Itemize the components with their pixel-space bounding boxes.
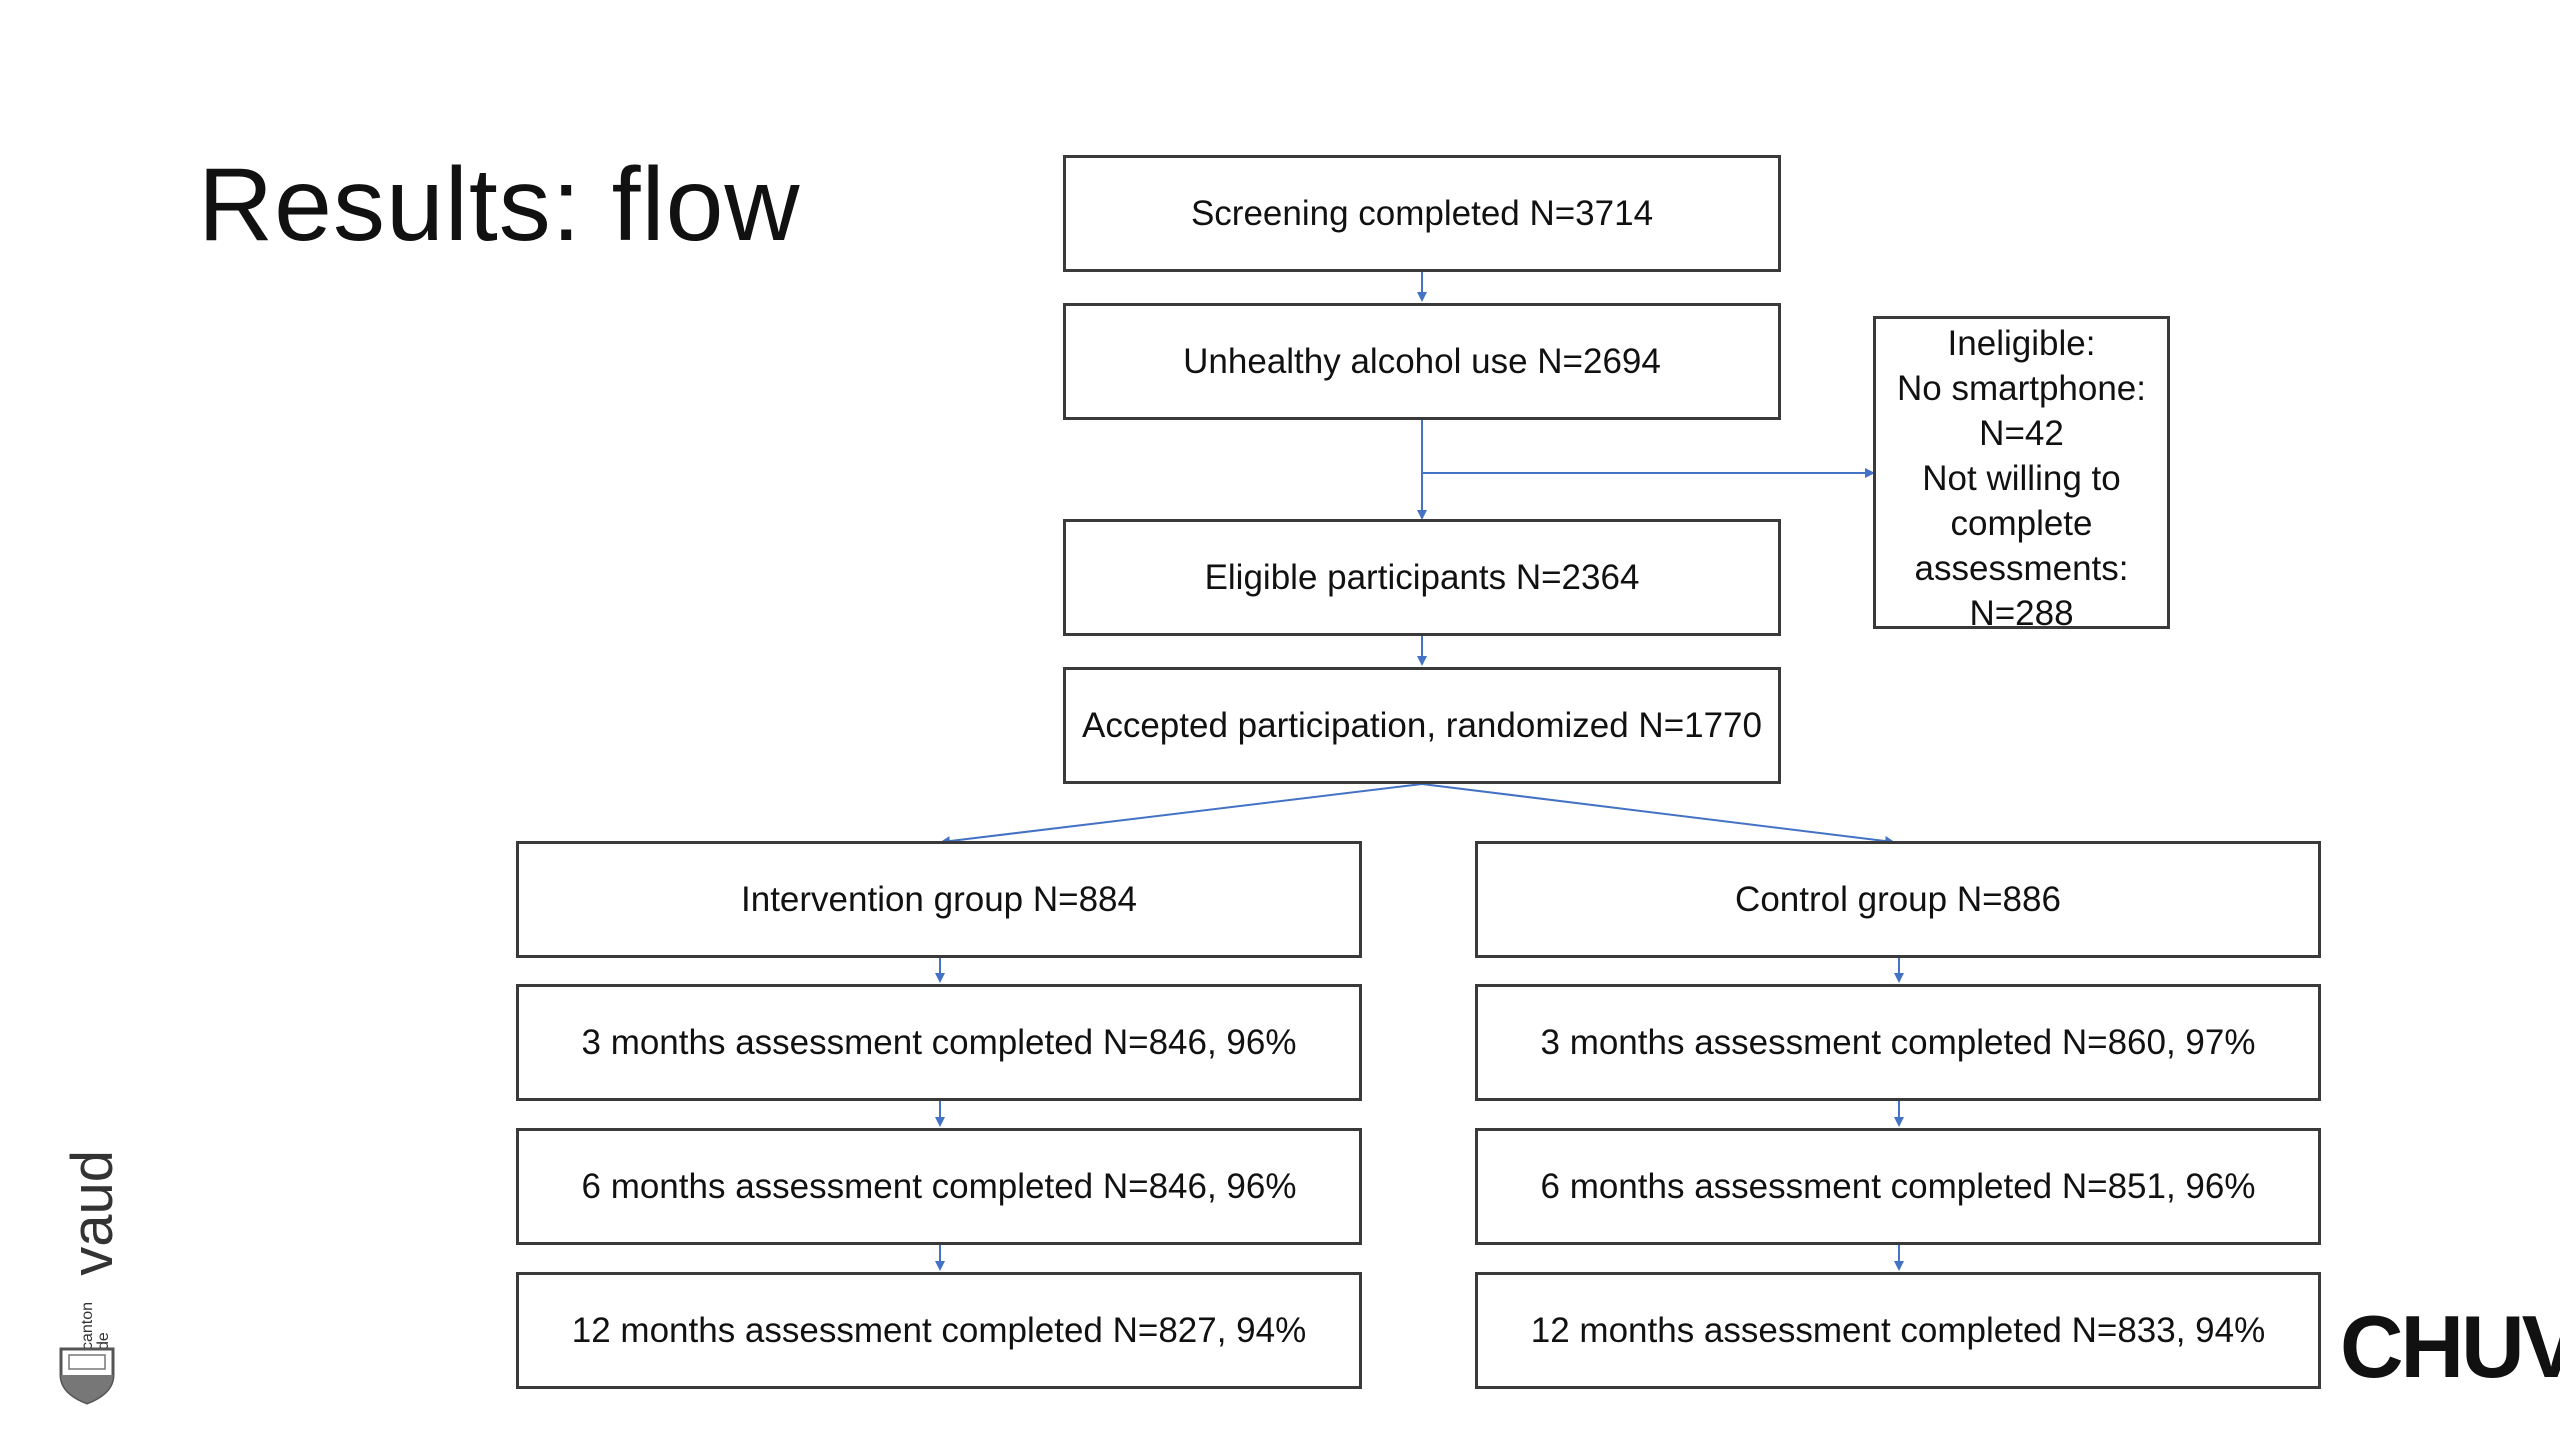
page-title: Results: flow bbox=[198, 147, 801, 263]
vaud-logo-text: vaud bbox=[60, 1150, 125, 1276]
box-intervention-group: Intervention group N=884 bbox=[516, 841, 1362, 958]
box-ctl-12-months: 12 months assessment completed N=833, 94… bbox=[1475, 1272, 2321, 1389]
ineligible-line: Not willing to bbox=[1922, 459, 2121, 498]
ineligible-line: Ineligible: bbox=[1947, 324, 2096, 363]
box-int-12-months: 12 months assessment completed N=827, 94… bbox=[516, 1272, 1362, 1389]
chuv-logo: CHUV bbox=[2340, 1297, 2560, 1396]
ineligible-line: N=42 bbox=[1979, 414, 2064, 453]
ineligible-line: assessments: bbox=[1914, 549, 2129, 588]
box-int-3-months: 3 months assessment completed N=846, 96% bbox=[516, 984, 1362, 1101]
box-eligible-participants: Eligible participants N=2364 bbox=[1063, 519, 1781, 636]
box-accepted-randomized: Accepted participation, randomized N=177… bbox=[1063, 667, 1781, 784]
box-unhealthy-alcohol-use: Unhealthy alcohol use N=2694 bbox=[1063, 303, 1781, 420]
vaud-logo-small-text: canton de bbox=[79, 1301, 112, 1350]
box-ctl-3-months: 3 months assessment completed N=860, 97% bbox=[1475, 984, 2321, 1101]
vaud-shield-icon bbox=[59, 1347, 115, 1405]
ineligible-line: N=288 bbox=[1969, 594, 2074, 633]
box-control-group: Control group N=886 bbox=[1475, 841, 2321, 958]
box-screening: Screening completed N=3714 bbox=[1063, 155, 1781, 272]
arrow-accepted-to-control bbox=[1421, 783, 1895, 846]
arrow-accepted-to-intervention bbox=[940, 783, 1423, 847]
box-ineligible: Ineligible: No smartphone: N=42 Not will… bbox=[1873, 316, 2170, 633]
ineligible-line: complete bbox=[1950, 504, 2093, 543]
ineligible-line: No smartphone: bbox=[1896, 369, 2147, 408]
box-int-6-months: 6 months assessment completed N=846, 96% bbox=[516, 1128, 1362, 1245]
vaud-logo: canton de vaud bbox=[52, 1150, 125, 1410]
box-ctl-6-months: 6 months assessment completed N=851, 96% bbox=[1475, 1128, 2321, 1245]
